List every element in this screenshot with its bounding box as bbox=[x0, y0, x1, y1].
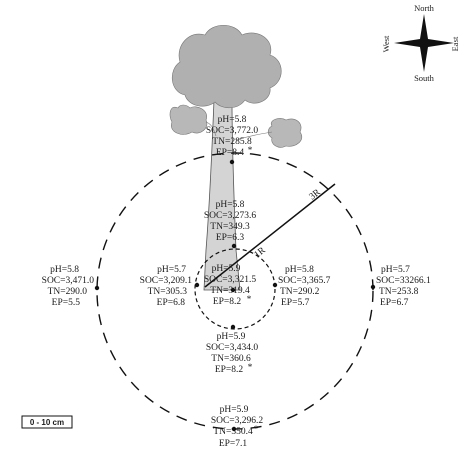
soc-value: SOC=3,321.5 bbox=[204, 275, 257, 285]
compass-star-icon bbox=[394, 14, 454, 72]
ph-value: pH=5.9 bbox=[220, 405, 249, 415]
sample-point-inner-east: pH=5.8 SOC=3,365.7 TN=290.2 EP=5.7 bbox=[278, 265, 331, 308]
ep-value: EP=6.7 bbox=[380, 298, 409, 308]
ph-value: pH=5.9 bbox=[217, 332, 246, 342]
ep-value: EP=6.8 bbox=[157, 298, 186, 308]
scale-label: 0 - 10 cm bbox=[30, 418, 64, 427]
ph-value: pH=5.8 bbox=[218, 115, 247, 125]
tree-branch-left bbox=[169, 104, 208, 135]
compass-north-label: North bbox=[414, 3, 435, 13]
tn-value: TN=305.3 bbox=[148, 287, 188, 297]
compass-south-label: South bbox=[414, 73, 435, 83]
sample-point-trunk: pH=5.8 SOC=3,273.6 TN=349.3 EP=6.3 bbox=[204, 200, 257, 243]
tn-value: TN=290.0 bbox=[48, 287, 88, 297]
point-marker-outer-east bbox=[370, 284, 376, 290]
point-marker-outer-south bbox=[231, 426, 237, 432]
ep-value: EP=8.2 bbox=[215, 365, 244, 375]
tn-value: TN=319.4 bbox=[210, 286, 250, 296]
sample-point-center: pH=5.9 SOC=3,321.5 TN=319.4 EP=8.2 * bbox=[204, 264, 257, 307]
soc-value: SOC=3,296.2 bbox=[211, 416, 264, 426]
radius-label-3r: 3R bbox=[308, 187, 323, 202]
point-marker-inner-east bbox=[272, 282, 278, 288]
point-marker-center bbox=[230, 287, 236, 293]
soc-value: SOC=3,273.6 bbox=[204, 211, 257, 221]
ep-value: EP=8.2 bbox=[213, 297, 242, 307]
point-marker-outer-west bbox=[94, 285, 100, 291]
scale-bar: 0 - 10 cm bbox=[21, 415, 73, 429]
point-marker-inner-west bbox=[194, 282, 200, 288]
significance-star: * bbox=[248, 363, 253, 373]
sample-point-inner-south: pH=5.9 SOC=3,434.0 TN=360.6 EP=8.2 * bbox=[206, 332, 259, 375]
tn-value: TN=360.6 bbox=[211, 354, 251, 364]
soc-value: SOC=3,471.0 bbox=[42, 276, 95, 286]
ph-value: pH=5.8 bbox=[50, 265, 79, 275]
ep-value: EP=5.7 bbox=[281, 298, 310, 308]
inner-sampling-circle bbox=[194, 248, 276, 330]
tn-value: TN=290.2 bbox=[280, 287, 320, 297]
tree-crown bbox=[172, 24, 282, 109]
soc-value: SOC=3,434.0 bbox=[206, 343, 259, 353]
point-marker-crown bbox=[229, 159, 235, 165]
soc-value: SOC=3,365.7 bbox=[278, 276, 331, 286]
ep-value: EP=8.4 bbox=[216, 148, 245, 158]
tree-illustration bbox=[169, 24, 303, 291]
significance-star: * bbox=[254, 425, 259, 435]
ep-value: EP=6.3 bbox=[216, 233, 245, 243]
tree-branch-right bbox=[267, 118, 303, 148]
sample-point-crown: pH=5.8 SOC=3,772.0 TN=285.8 EP=8.4 * bbox=[206, 115, 259, 158]
ep-value: EP=7.1 bbox=[219, 439, 248, 449]
sample-point-inner-west: pH=5.7 SOC=3,209.1 TN=305.3 EP=6.8 bbox=[140, 265, 193, 308]
compass-east-label: East bbox=[450, 36, 460, 51]
tn-value: TN=253.8 bbox=[379, 287, 419, 297]
tn-value: TN=285.8 bbox=[212, 137, 252, 147]
sample-point-outer-south: pH=5.9 SOC=3,296.2 TN=350.4 EP=7.1 * bbox=[211, 405, 264, 449]
soc-value: SOC=3,772.0 bbox=[206, 126, 259, 136]
ph-value: pH=5.7 bbox=[381, 265, 410, 275]
compass-rose: North South East West bbox=[381, 3, 460, 83]
ep-value: EP=5.5 bbox=[52, 298, 81, 308]
point-marker-inner-south bbox=[230, 324, 236, 330]
point-marker-trunk bbox=[231, 243, 237, 249]
tree-trunk bbox=[203, 99, 241, 291]
soc-value: SOC=33266.1 bbox=[376, 276, 431, 286]
tn-value: TN=350.4 bbox=[213, 427, 253, 437]
sample-point-outer-east: pH=5.7 SOC=33266.1 TN=253.8 EP=6.7 bbox=[376, 265, 431, 308]
ph-value: pH=5.7 bbox=[157, 265, 186, 275]
compass-west-label: West bbox=[381, 35, 391, 52]
tn-value: TN=349.3 bbox=[210, 222, 250, 232]
significance-star: * bbox=[248, 146, 253, 156]
ph-value: pH=5.9 bbox=[212, 264, 241, 274]
ph-value: pH=5.8 bbox=[216, 200, 245, 210]
ph-value: pH=5.8 bbox=[285, 265, 314, 275]
significance-star: * bbox=[247, 295, 252, 305]
radius-line bbox=[204, 183, 336, 288]
soc-value: SOC=3,209.1 bbox=[140, 276, 193, 286]
sample-point-outer-west: pH=5.8 SOC=3,471.0 TN=290.0 EP=5.5 bbox=[42, 265, 95, 308]
